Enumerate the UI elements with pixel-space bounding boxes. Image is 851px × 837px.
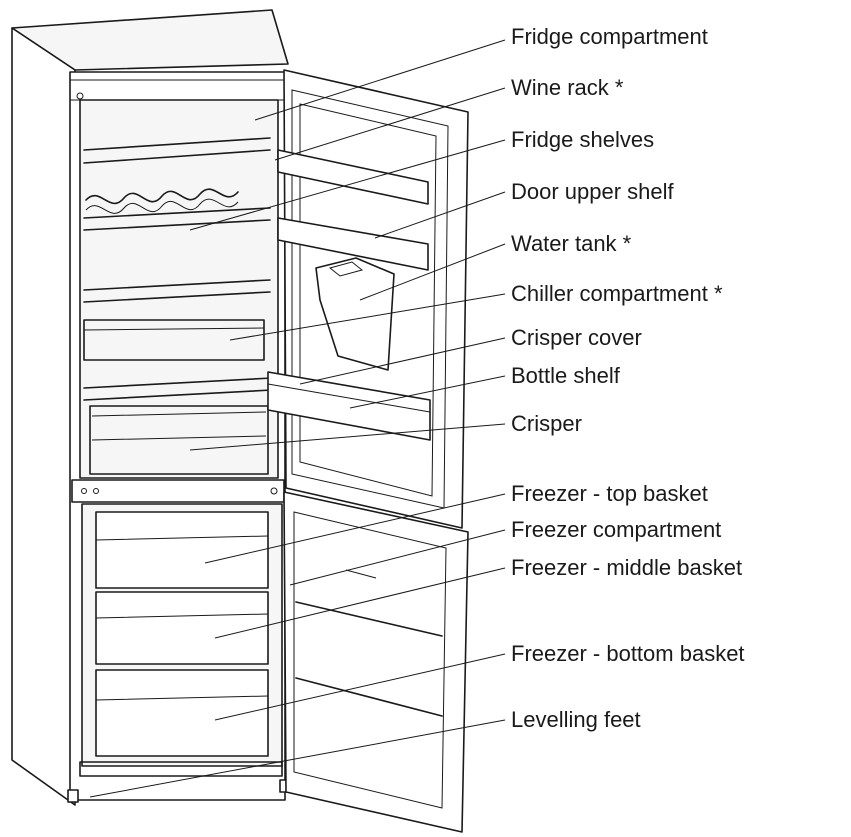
callout-freezer-middle-basket: Freezer - middle basket — [511, 555, 743, 580]
callout-bottle-shelf: Bottle shelf — [511, 363, 620, 388]
callout-chiller-compartment: Chiller compartment * — [511, 281, 723, 306]
callout-freezer-top-basket: Freezer - top basket — [511, 481, 708, 506]
cabinet — [11, 9, 291, 806]
freezer-door — [283, 491, 469, 833]
callout-crisper-cover: Crisper cover — [511, 325, 642, 350]
callout-fridge-shelves: Fridge shelves — [511, 127, 655, 152]
callout-door-upper-shelf: Door upper shelf — [511, 179, 674, 204]
callout-water-tank: Water tank * — [511, 231, 632, 256]
leader-lines — [89, 39, 506, 798]
callout-levelling-feet: Levelling feet — [511, 707, 641, 732]
callout-crisper: Crisper — [511, 411, 582, 436]
fridge-door — [267, 69, 469, 529]
callout-freezer-bottom-basket: Freezer - bottom basket — [511, 641, 745, 666]
callout-freezer-compartment: Freezer compartment — [511, 517, 722, 542]
callout-wine-rack: Wine rack * — [511, 75, 624, 100]
callout-fridge-compartment: Fridge compartment — [511, 24, 708, 49]
